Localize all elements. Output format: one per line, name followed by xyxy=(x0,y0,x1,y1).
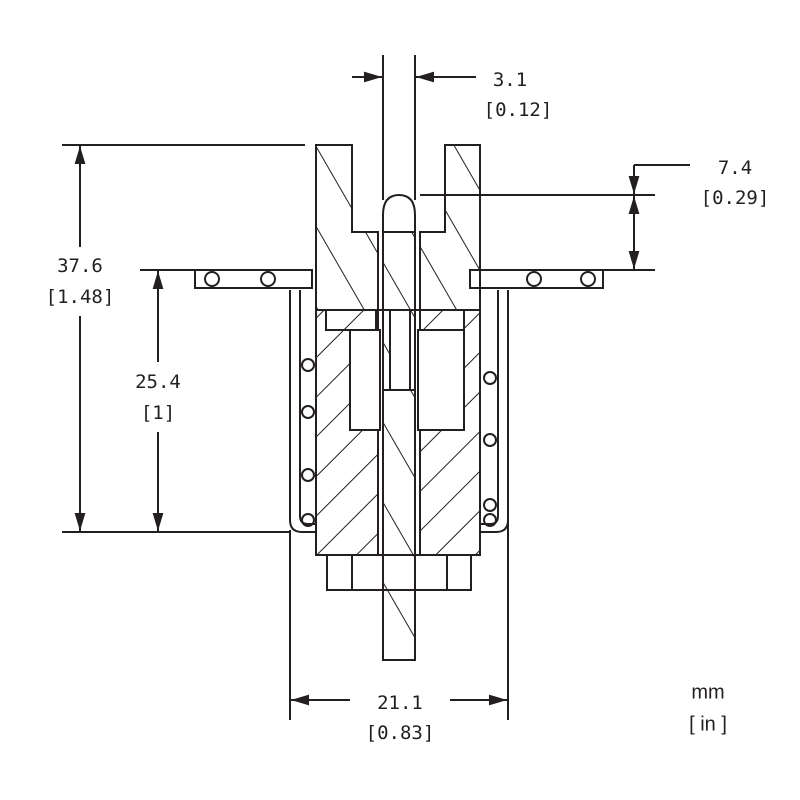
pin-diameter-in: [0.12] xyxy=(483,99,553,121)
dim-body-depth xyxy=(140,269,195,531)
lower-insulator xyxy=(315,309,481,556)
body-width-in: [0.83] xyxy=(365,722,435,744)
pin-diameter-mm: 3.1 xyxy=(492,69,528,91)
units-primary: mm xyxy=(691,681,725,704)
body-depth-mm: 25.4 xyxy=(135,371,181,393)
dim-overall-height xyxy=(62,144,305,533)
outer-shell xyxy=(289,290,509,533)
overall-height-in: [1.48] xyxy=(45,286,115,308)
dim-pin-diameter xyxy=(352,55,476,200)
top-insulator xyxy=(315,144,481,331)
body-depth-in: [1] xyxy=(140,402,176,424)
center-pin xyxy=(382,193,416,661)
units-secondary: [ in ] xyxy=(689,713,727,736)
body-width-mm: 21.1 xyxy=(377,692,423,714)
top-protrusion-in: [0.29] xyxy=(700,187,770,209)
overall-height-mm: 37.6 xyxy=(57,255,103,277)
top-protrusion-mm: 7.4 xyxy=(717,157,753,179)
